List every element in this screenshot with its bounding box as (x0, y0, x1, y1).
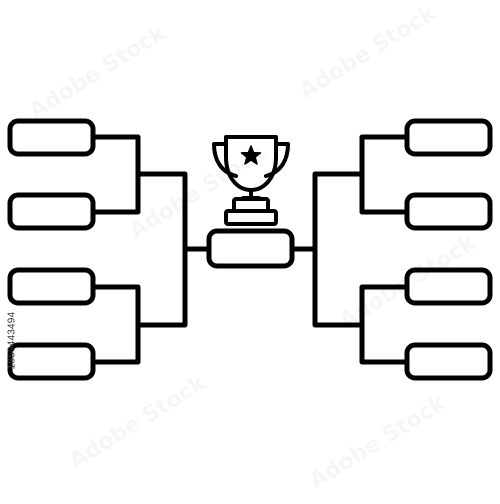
right-slot-4 (404, 342, 493, 381)
left-connector-bottom (90, 246, 188, 365)
right-slot-3 (404, 267, 493, 306)
right-connector-top (289, 134, 410, 252)
left-slot-3 (7, 267, 96, 306)
trophy-icon (212, 135, 290, 226)
left-slot-4 (7, 342, 96, 381)
left-slot-2 (7, 192, 96, 231)
right-slot-1 (404, 118, 493, 157)
left-slot-1 (7, 118, 96, 157)
right-slot-2 (404, 192, 493, 231)
star-icon (240, 145, 262, 165)
final-slot (206, 228, 295, 269)
left-connector-top (90, 134, 212, 252)
right-connector-bottom (312, 246, 410, 365)
stock-id: 1859443494 (6, 311, 18, 370)
